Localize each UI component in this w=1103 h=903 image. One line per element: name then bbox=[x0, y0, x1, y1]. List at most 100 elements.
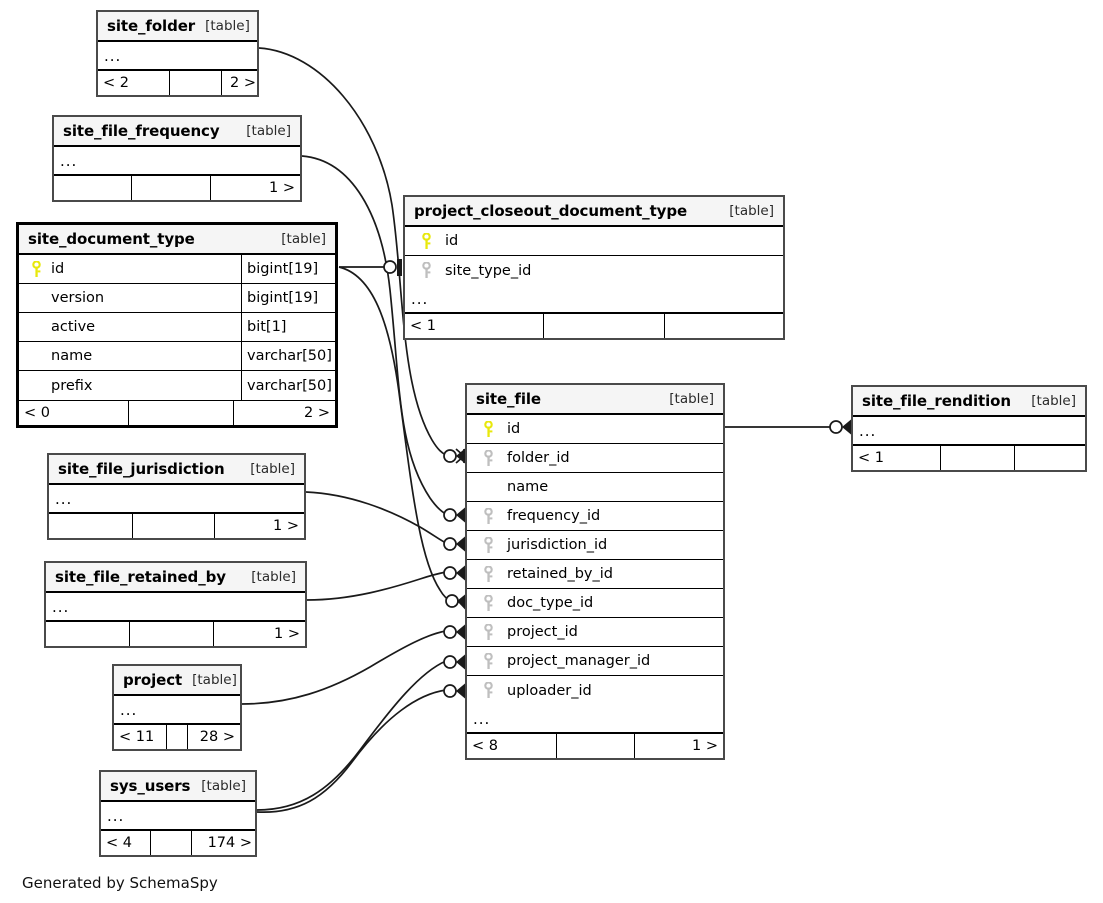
table-type-tag: [table] bbox=[250, 461, 295, 477]
foreign-key-icon bbox=[473, 507, 503, 525]
table-more-columns-ellipsis: ... bbox=[46, 593, 305, 621]
table-type-tag: [table] bbox=[669, 391, 714, 407]
column-type-active: bit[1] bbox=[241, 313, 335, 341]
table-row[interactable]: id bbox=[467, 415, 723, 444]
table-row[interactable]: id bbox=[405, 227, 783, 256]
column-name-label: project_manager_id bbox=[507, 653, 651, 669]
edge-site-file-jurisdiction-to-site-file-jurisdiction-id bbox=[305, 491, 447, 544]
table-row[interactable]: active bit[1] bbox=[19, 313, 335, 342]
foreign-key-icon bbox=[473, 594, 503, 612]
table-title-site_file_jurisdiction: site_file_jurisdiction bbox=[58, 460, 225, 478]
table-footer-site_file_frequency: 1 > bbox=[54, 175, 300, 200]
table-header-project: project[table] bbox=[114, 666, 240, 696]
parents-count: < 4 bbox=[101, 831, 151, 855]
table-more-columns-ellipsis: ... bbox=[49, 485, 304, 513]
table-title-site_file_retained_by: site_file_retained_by bbox=[55, 568, 226, 586]
children-count: 2 > bbox=[230, 75, 256, 91]
column-name-label: name bbox=[51, 348, 93, 364]
table-node-site_file_retained_by[interactable]: site_file_retained_by [table]... 1 > bbox=[44, 561, 307, 648]
column-cell-project_manager_id: project_manager_id bbox=[467, 647, 723, 675]
table-more-columns-ellipsis: ... bbox=[405, 285, 783, 313]
table-row[interactable]: project_manager_id bbox=[467, 647, 723, 676]
table-node-site_file_rendition[interactable]: site_file_rendition[table]...< 1 bbox=[851, 385, 1087, 472]
table-row[interactable]: jurisdiction_id bbox=[467, 531, 723, 560]
column-name-label: prefix bbox=[51, 377, 93, 394]
column-cell-id: id bbox=[467, 415, 723, 443]
column-type-version: bigint[19] bbox=[241, 284, 335, 312]
edge-site-file-retained-by-to-site-file-retained-by-id bbox=[306, 571, 447, 601]
column-name-label: folder_id bbox=[507, 450, 570, 466]
parents-count: < 1 bbox=[853, 446, 941, 470]
table-more-columns-ellipsis: ... bbox=[114, 696, 240, 724]
column-cell-doc_type_id: doc_type_id bbox=[467, 589, 723, 617]
children-count: 1 > bbox=[273, 518, 299, 534]
table-header-site_file_frequency: site_file_frequency[table] bbox=[54, 117, 300, 147]
table-row[interactable]: site_type_id bbox=[405, 256, 783, 285]
primary-key-icon bbox=[411, 232, 441, 250]
column-cell-id: id bbox=[405, 227, 783, 255]
table-type-tag: [table] bbox=[251, 569, 296, 585]
footer-spacer bbox=[167, 725, 188, 749]
table-node-site_file_jurisdiction[interactable]: site_file_jurisdiction [table]... 1 > bbox=[47, 453, 306, 540]
foreign-key-icon bbox=[473, 623, 503, 641]
table-row[interactable]: version bigint[19] bbox=[19, 284, 335, 313]
parents-count bbox=[46, 622, 130, 646]
table-footer-site_file_rendition: < 1 bbox=[853, 445, 1085, 470]
column-cell-prefix: prefix bbox=[19, 371, 241, 400]
footer-spacer bbox=[132, 176, 211, 200]
foreign-key-icon bbox=[473, 536, 503, 554]
primary-key-icon bbox=[473, 420, 503, 438]
table-row[interactable]: frequency_id bbox=[467, 502, 723, 531]
table-row[interactable]: uploader_id bbox=[467, 676, 723, 705]
table-footer-site_file_jurisdiction: 1 > bbox=[49, 513, 304, 538]
children-count: 2 > bbox=[304, 405, 330, 421]
column-cell-site_type_id: site_type_id bbox=[405, 256, 783, 285]
table-node-site_file_frequency[interactable]: site_file_frequency[table]...1 > bbox=[52, 115, 302, 202]
table-row[interactable]: folder_id bbox=[467, 444, 723, 473]
table-row[interactable]: doc_type_id bbox=[467, 589, 723, 618]
column-name-label: active bbox=[51, 319, 96, 335]
footer-spacer bbox=[544, 314, 665, 338]
table-more-columns-ellipsis: ... bbox=[54, 147, 300, 175]
footer-spacer bbox=[151, 831, 192, 855]
table-more-columns-ellipsis: ... bbox=[101, 802, 255, 830]
foreign-key-icon bbox=[473, 449, 503, 467]
primary-key-icon bbox=[25, 260, 47, 278]
column-name-label: version bbox=[51, 290, 105, 306]
table-header-site_document_type: site_document_type[table] bbox=[19, 225, 335, 255]
table-footer-project_closeout_document_type: < 1 bbox=[405, 313, 783, 338]
table-row[interactable]: name varchar[50] bbox=[19, 342, 335, 371]
column-name-label: retained_by_id bbox=[507, 566, 613, 582]
table-row[interactable]: name bbox=[467, 473, 723, 502]
column-cell-uploader_id: uploader_id bbox=[467, 676, 723, 705]
parents-count: < 1 bbox=[405, 314, 544, 338]
column-name-label: project_id bbox=[507, 624, 578, 640]
table-type-tag: [table] bbox=[281, 231, 326, 247]
column-type-name: varchar[50] bbox=[241, 342, 335, 370]
table-footer-site_file_retained_by: 1 > bbox=[46, 621, 305, 646]
table-row[interactable]: retained_by_id bbox=[467, 560, 723, 589]
foreign-key-icon bbox=[473, 652, 503, 670]
column-cell-retained_by_id: retained_by_id bbox=[467, 560, 723, 588]
table-row[interactable]: project_id bbox=[467, 618, 723, 647]
column-cell-jurisdiction_id: jurisdiction_id bbox=[467, 531, 723, 559]
table-type-tag: [table] bbox=[1031, 393, 1076, 409]
children-count: 1 > bbox=[274, 626, 300, 642]
column-cell-version: version bbox=[19, 284, 241, 312]
table-title-site_file_rendition: site_file_rendition bbox=[862, 392, 1011, 410]
children-count: 28 > bbox=[199, 729, 235, 745]
table-more-columns-ellipsis: ... bbox=[467, 705, 723, 733]
footer-spacer bbox=[129, 401, 234, 425]
